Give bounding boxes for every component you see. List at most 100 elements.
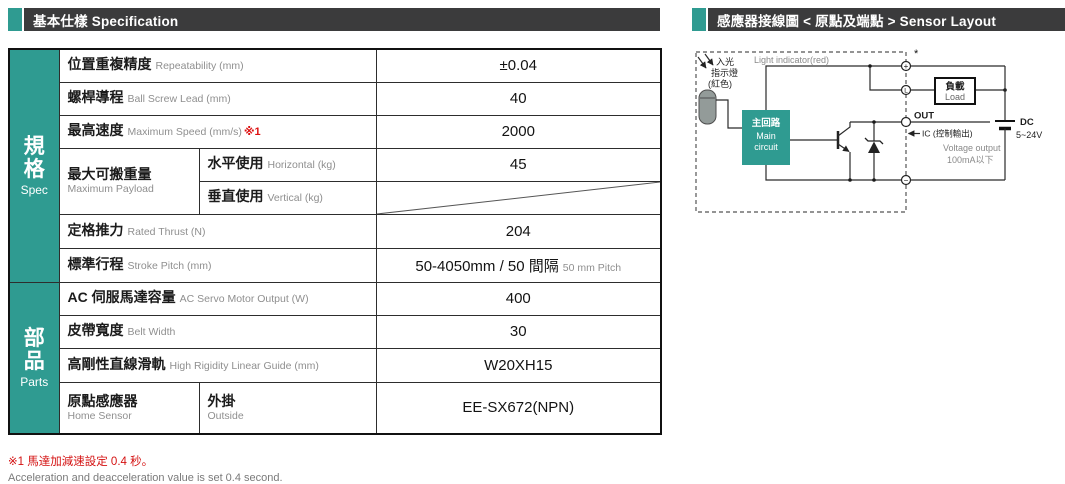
- incident-light-label-3: (紅色): [708, 78, 732, 89]
- value-ball-screw-lead: 40: [375, 81, 662, 116]
- label-en: Repeatability (mm): [155, 60, 244, 73]
- transistor-emitter-arrow: [837, 143, 850, 152]
- label-zh: 最大可搬重量: [67, 166, 152, 183]
- junction-dot: [868, 64, 872, 68]
- sensor-icon: [698, 89, 717, 125]
- label-zh: 垂直使用: [207, 188, 264, 205]
- terminal-out: [900, 116, 912, 128]
- label-en: Outside: [207, 410, 244, 423]
- sensor-header-title: 感應器接線圖 < 原點及端點 > Sensor Layout: [708, 8, 1065, 31]
- label-zh: 最高速度: [67, 122, 124, 139]
- group-parts-en: Parts: [20, 374, 49, 389]
- label-zh: 位置重複精度: [67, 56, 152, 73]
- value-rated-thrust: 204: [375, 213, 662, 249]
- dc-label: DC: [1020, 117, 1034, 128]
- junction-dot: [872, 120, 876, 124]
- label-en: Ball Screw Lead (mm): [127, 93, 231, 106]
- dc-voltage-range: 5~24V: [1016, 130, 1042, 140]
- value-max-speed: 2000: [375, 114, 662, 149]
- junction-dot: [848, 178, 852, 182]
- label-en: Stroke Pitch (mm): [127, 259, 212, 272]
- label-zh: 螺桿導程: [67, 89, 124, 106]
- label-zh: 皮帶寬度: [67, 322, 124, 339]
- load-label-en: Load: [945, 92, 965, 102]
- label-en: Rated Thrust (N): [127, 225, 206, 238]
- label-home-sensor: 原點感應器 Home Sensor: [58, 381, 200, 435]
- terminal-minus-symbol: −: [904, 176, 909, 185]
- label-zh: 外掛: [207, 392, 236, 409]
- label-zh: 高剛性直線滑軌: [67, 355, 166, 372]
- incident-light-label-2: 指示燈: [711, 67, 738, 78]
- label-en: Belt Width: [127, 326, 176, 339]
- current-limit-label: 100mA以下: [947, 155, 994, 165]
- group-cell-spec: 規格 Spec: [8, 48, 60, 283]
- footnote-zh: ※1 馬達加減速設定 0.4 秒。: [8, 456, 154, 468]
- sensor-enclosure-box: [695, 51, 907, 213]
- value-home-sensor: EE-SX672(NPN): [375, 381, 662, 435]
- load-branch-wire: [869, 66, 902, 91]
- header-accent-bar: [692, 8, 706, 31]
- light-ray-icon: [697, 56, 707, 69]
- label-en: Home Sensor: [67, 410, 132, 423]
- voltage-output-label: Voltage output: [943, 143, 1001, 153]
- footnotes: ※1 馬達加減速設定 0.4 秒。 Acceleration and deacc…: [8, 453, 660, 484]
- value-repeatability: ±0.04: [375, 48, 662, 83]
- value-note: 50 mm Pitch: [562, 261, 622, 274]
- value-horizontal: 45: [375, 147, 662, 182]
- label-en: Vertical (kg): [267, 192, 323, 205]
- label-en: Maximum Speed (mm/s): [127, 126, 242, 139]
- label-zh: 定格推力: [67, 221, 124, 238]
- label-zh: 標準行程: [67, 255, 124, 272]
- load-box: [934, 77, 976, 105]
- value-linear-guide: W20XH15: [375, 347, 662, 383]
- incident-light-label-1: 入光: [716, 56, 734, 67]
- group-parts-zh: 部品: [23, 326, 45, 374]
- load-label-zh: 負載: [945, 81, 965, 93]
- sensor-wiring-diagram: 入光 指示燈 (紅色) Light indicator(red) 主回路 Mai…: [695, 48, 1042, 213]
- transistor-collector-wire: [837, 122, 851, 137]
- ic-control-output-label: IC (控制輸出): [922, 129, 973, 139]
- main-circuit-box: [742, 110, 790, 165]
- light-indicator-label: Light indicator(red): [754, 55, 829, 65]
- value-belt-width: 30: [375, 314, 662, 349]
- asterisk-note: *: [914, 48, 919, 60]
- junction-dot: [872, 178, 876, 182]
- terminal-plus-symbol: +: [904, 62, 909, 71]
- zener-cathode-bar: [864, 137, 884, 145]
- label-en: AC Servo Motor Output (W): [179, 293, 309, 306]
- label-sensor-mount: 外掛 Outside: [198, 381, 377, 435]
- light-ray-icon: [704, 53, 714, 66]
- label-en: High Rigidity Linear Guide (mm): [169, 359, 319, 372]
- header-accent-bar: [8, 8, 22, 31]
- spec-header-title: 基本仕樣 Specification: [24, 8, 660, 31]
- main-circuit-label-zh: 主回路: [752, 117, 781, 129]
- label-zh: AC 伺服馬達容量: [67, 289, 176, 306]
- plus-rail-wire: [765, 65, 902, 110]
- zener-diode-icon: [868, 141, 880, 153]
- label-zh: 原點感應器: [67, 392, 138, 409]
- out-label: OUT: [914, 111, 934, 122]
- label-max-payload: 最大可搬重量 Maximum Payload: [58, 147, 200, 215]
- not-applicable-diagonal: [377, 182, 661, 214]
- label-en: Horizontal (kg): [267, 159, 336, 172]
- sensor-to-circuit-wire: [716, 99, 742, 129]
